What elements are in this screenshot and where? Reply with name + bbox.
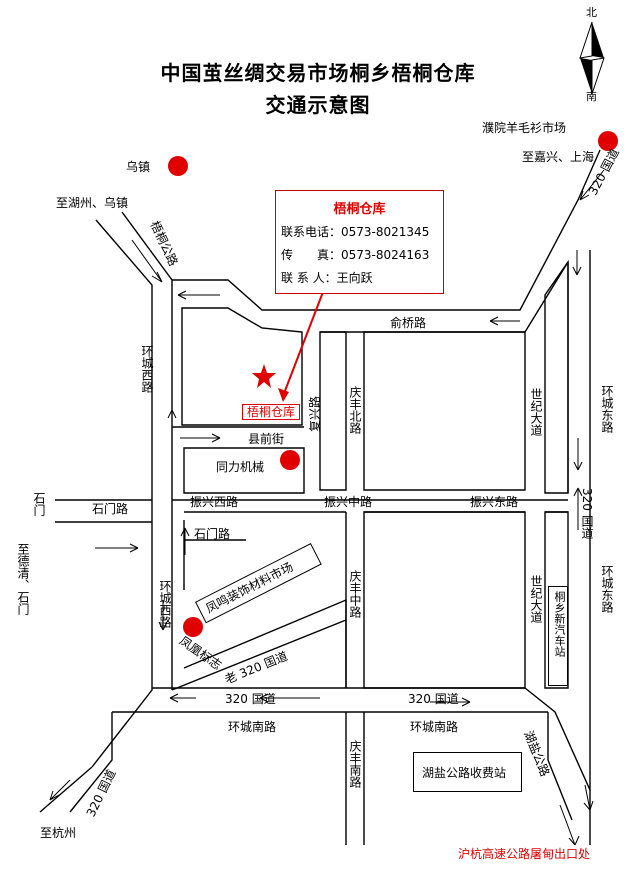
block-shiji-north bbox=[544, 259, 569, 494]
label-tongli: 同力机械 bbox=[216, 460, 265, 474]
toll-station-box: 湖盐公路收费站 bbox=[413, 752, 522, 792]
wuzhen-marker-icon bbox=[168, 156, 188, 176]
label-fuxing-road: 复兴路 bbox=[308, 395, 322, 432]
label-shimen-road-1: 石门路 bbox=[92, 502, 129, 516]
label-to-jiaxing: 至嘉兴、上海 bbox=[522, 150, 595, 164]
puyuan-marker-icon bbox=[598, 131, 618, 151]
label-zhenxing-west: 振兴西路 bbox=[190, 495, 239, 509]
warehouse-name: 梧桐仓库 bbox=[333, 202, 386, 217]
fenghuang-marker-icon bbox=[183, 617, 203, 637]
label-shimen: 石门 bbox=[32, 492, 46, 516]
label-toll: 湖盐公路收费站 bbox=[422, 766, 507, 780]
map-subtitle: 交通示意图 bbox=[265, 93, 371, 117]
label-qingfeng-north: 庆丰北路 bbox=[348, 386, 362, 434]
label-zhenxing-east: 振兴东路 bbox=[470, 495, 519, 509]
label-huancheng-south-2: 环城南路 bbox=[410, 720, 459, 734]
label-g320-2: 320 国道 bbox=[408, 692, 459, 706]
road-shimen-inner bbox=[183, 520, 246, 590]
label-xianqian-street: 县前街 bbox=[248, 432, 285, 446]
warehouse-star-icon bbox=[252, 364, 276, 388]
road-southwest bbox=[39, 712, 113, 813]
road-huyan bbox=[524, 687, 591, 821]
label-shiji-avenue-1: 世纪大道 bbox=[529, 388, 543, 436]
label-yuqiao-road: 俞桥路 bbox=[390, 316, 427, 330]
block-center-south bbox=[363, 511, 526, 689]
label-to-deqing: 至德清、石门 bbox=[16, 543, 30, 615]
label-shiji-avenue-2: 世纪大道 bbox=[529, 575, 543, 623]
block-tongli bbox=[183, 447, 305, 494]
label-puyuan: 濮院羊毛衫市场 bbox=[482, 121, 567, 135]
fax-value: 0573-8024163 bbox=[341, 248, 430, 262]
road-old-320-b bbox=[171, 619, 347, 691]
label-to-hangzhou: 至杭州 bbox=[40, 826, 77, 840]
block-center-north bbox=[363, 331, 526, 491]
compass-north-label: 北 bbox=[586, 6, 597, 19]
contact-value: 王向跃 bbox=[336, 271, 373, 285]
label-to-huzhou: 至湖州、乌镇 bbox=[56, 196, 129, 210]
label-huancheng-south-1: 环城南路 bbox=[228, 720, 277, 734]
road-qingfeng-south bbox=[345, 712, 365, 845]
label-shimen-road-2: 石门路 bbox=[194, 527, 231, 541]
label-bus-station: 桐乡新汽车站 bbox=[553, 591, 566, 657]
label-qingfeng-south: 庆丰南路 bbox=[348, 740, 362, 788]
label-warehouse: 梧桐仓库 bbox=[242, 404, 301, 420]
block-warehouse bbox=[181, 307, 303, 426]
label-qingfeng-middle: 庆丰中路 bbox=[348, 570, 362, 618]
road-old-320 bbox=[183, 598, 347, 688]
map-title: 中国茧丝绸交易市场桐乡梧桐仓库 bbox=[160, 61, 476, 85]
tongli-marker-icon bbox=[280, 450, 300, 470]
compass-south-label: 南 bbox=[586, 90, 597, 103]
label-huancheng-west-2: 环城西路 bbox=[158, 580, 172, 628]
phone-value: 0573-8021345 bbox=[341, 225, 430, 239]
label-huancheng-east-1: 环城东路 bbox=[600, 385, 614, 433]
fax-label: 传 真： bbox=[281, 248, 342, 262]
warehouse-info-box: 梧桐仓库 联系电话：0573-8021345 传 真：0573-8024163 … bbox=[275, 190, 444, 294]
label-g320-e: 320 国道 bbox=[580, 488, 594, 539]
phone-label: 联系电话： bbox=[281, 225, 342, 239]
block-qingfeng-north-left bbox=[319, 331, 347, 491]
bus-station-box: 桐乡新汽车站 bbox=[548, 586, 568, 686]
road-huancheng-west-outer bbox=[91, 219, 153, 768]
compass-icon bbox=[579, 21, 605, 95]
road-huancheng-west-inner bbox=[121, 211, 173, 690]
label-huancheng-west-1: 环城西路 bbox=[140, 345, 154, 393]
label-zhenxing-middle: 振兴中路 bbox=[324, 495, 373, 509]
contact-label: 联 系 人： bbox=[281, 271, 337, 285]
block-shiji-south bbox=[544, 511, 569, 689]
label-huancheng-east-2: 环城东路 bbox=[600, 565, 614, 613]
label-g320-1: 320 国道 bbox=[225, 692, 276, 706]
label-wuzhen: 乌镇 bbox=[126, 160, 151, 174]
road-yuqiao-top bbox=[172, 149, 601, 311]
label-exit: 沪杭高速公路屠甸出口处 bbox=[458, 847, 591, 861]
